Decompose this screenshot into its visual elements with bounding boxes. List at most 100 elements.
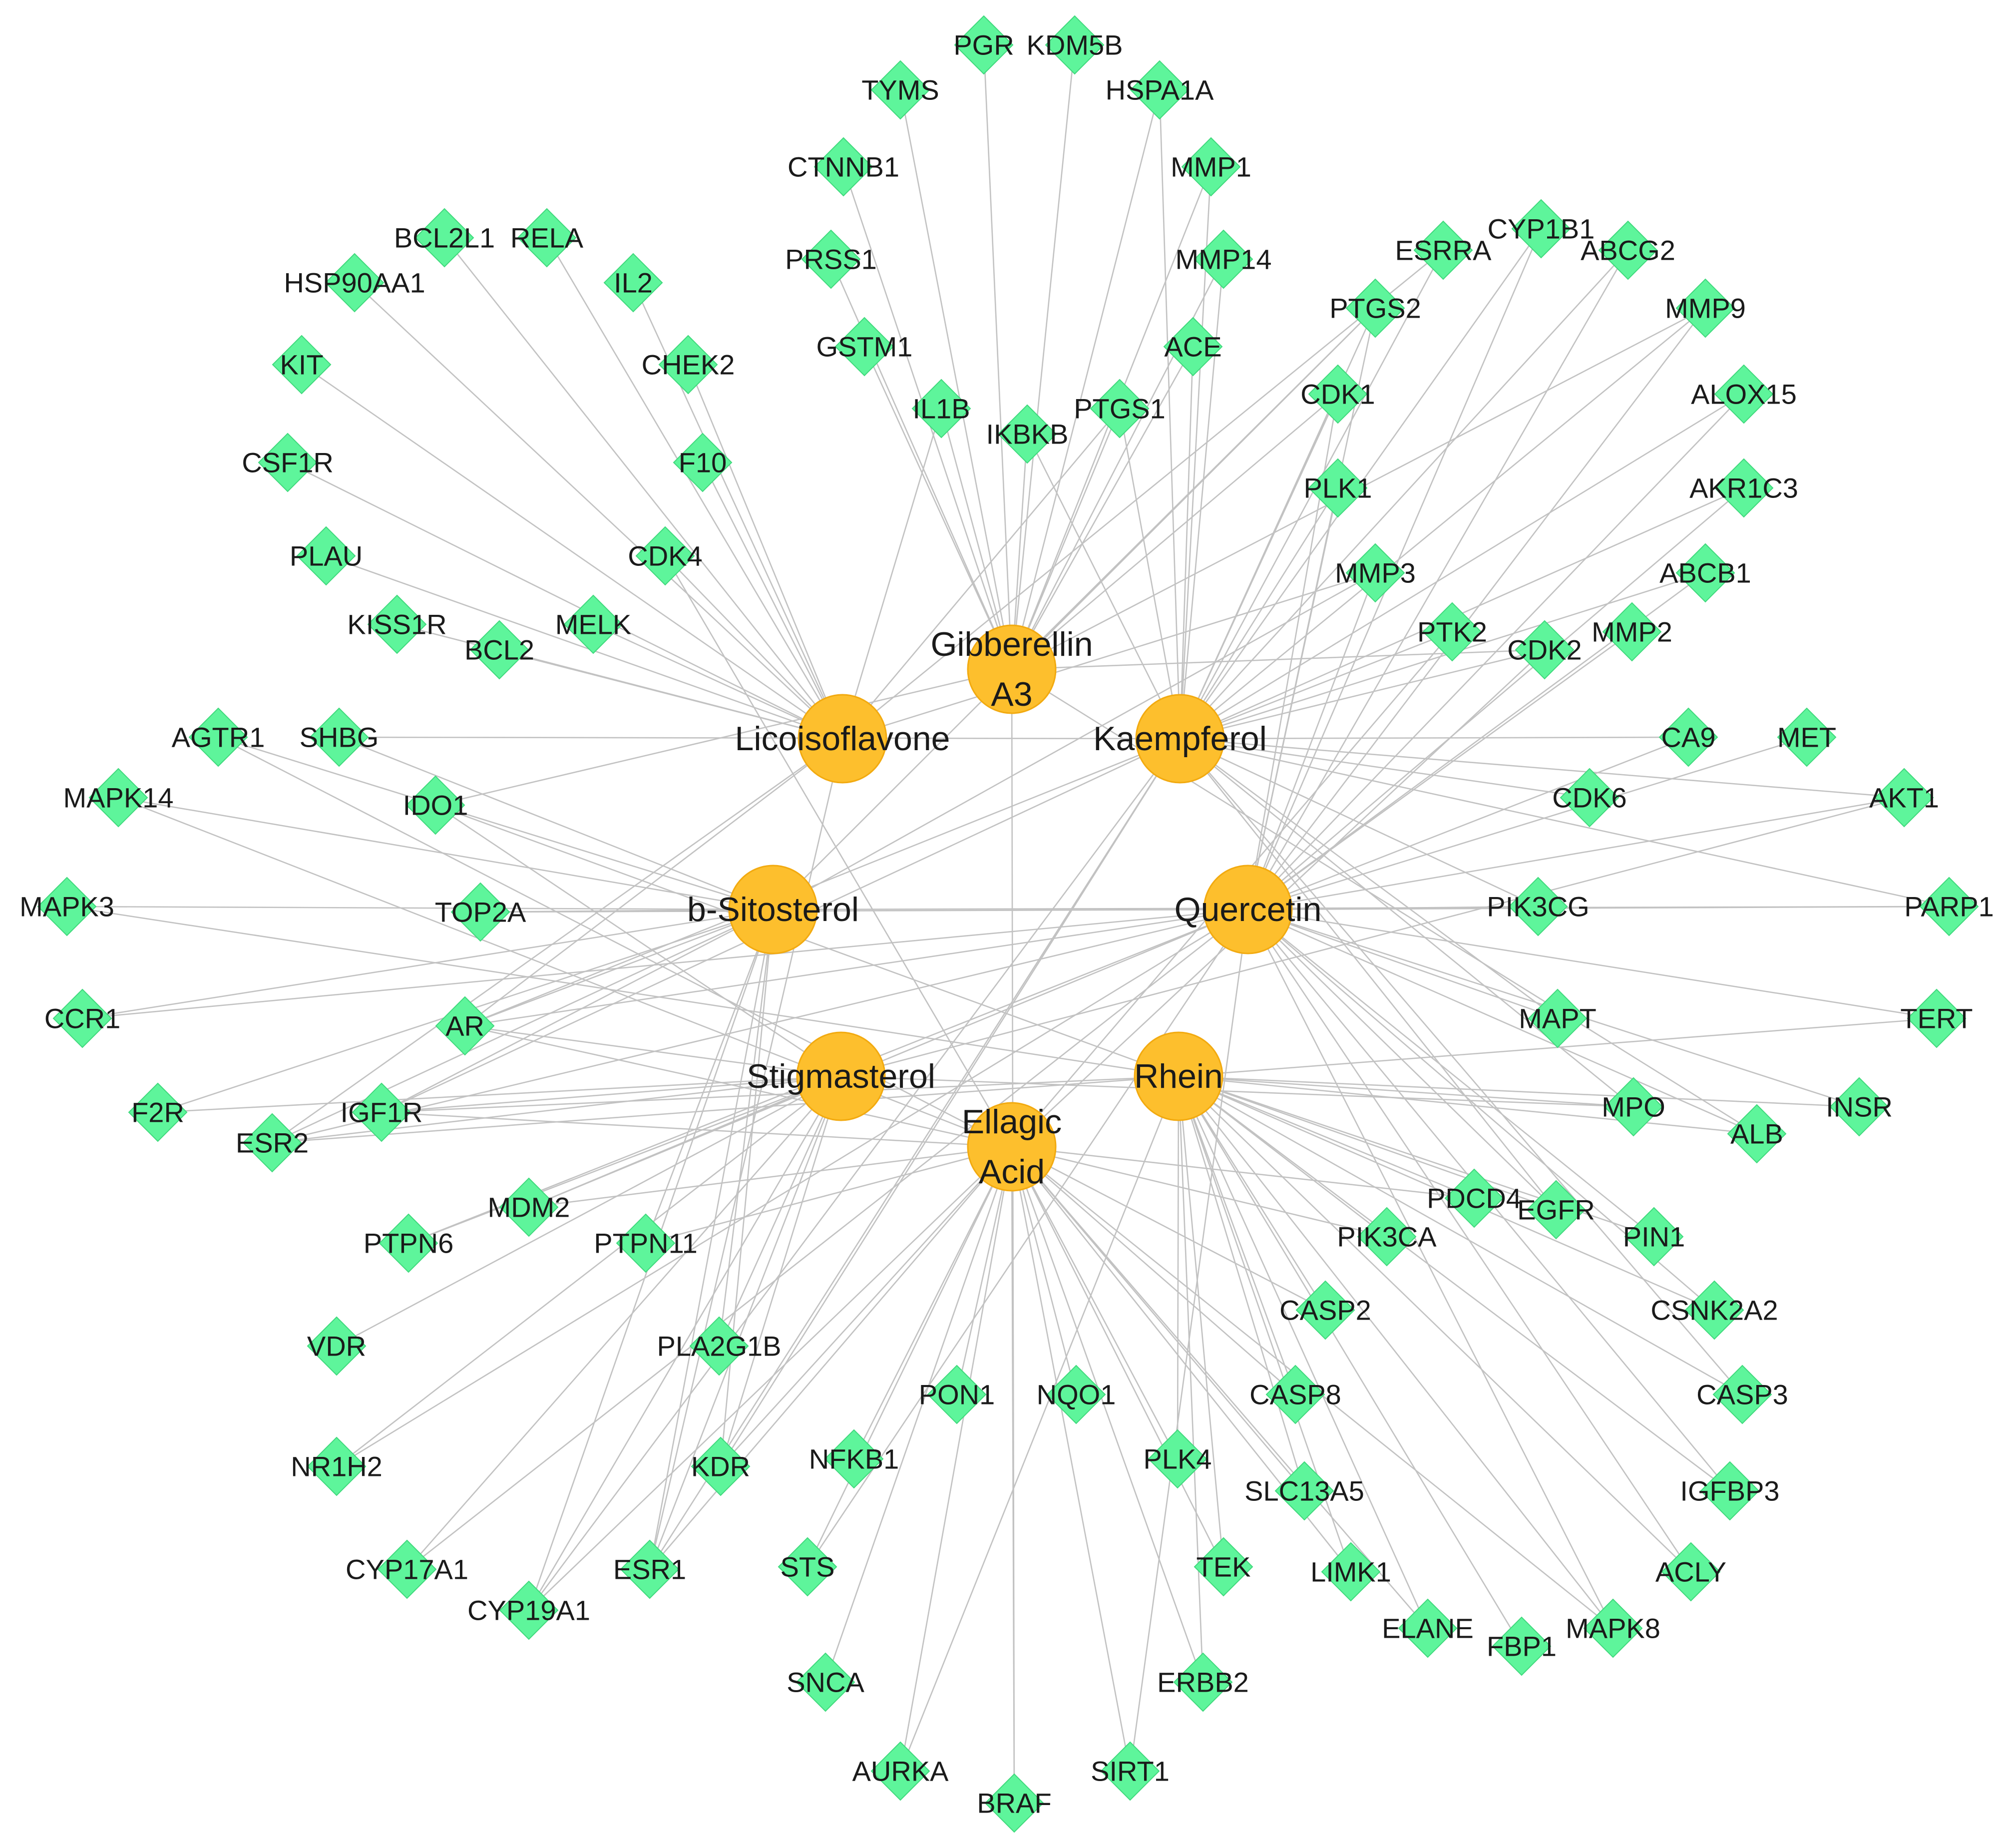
target-node-ptk2[interactable]: PTK2: [1417, 602, 1487, 662]
target-node-shbg[interactable]: SHBG: [300, 707, 379, 767]
target-node-mmp9[interactable]: MMP9: [1665, 278, 1746, 338]
target-node-limk1[interactable]: LIMK1: [1310, 1542, 1391, 1602]
target-node-cyp1b1[interactable]: CYP1B1: [1488, 199, 1595, 259]
target-node-pla2g1b[interactable]: PLA2G1B: [657, 1316, 782, 1376]
target-node-ptgs2[interactable]: PTGS2: [1329, 278, 1421, 338]
compound-node-licoisoflavone[interactable]: Licoisoflavone: [735, 694, 950, 784]
target-node-mapt[interactable]: MAPT: [1519, 988, 1597, 1048]
target-node-alb[interactable]: ALB: [1727, 1104, 1787, 1164]
target-node-esr1[interactable]: ESR1: [613, 1539, 686, 1599]
target-node-ido1[interactable]: IDO1: [403, 775, 468, 835]
target-node-plk1[interactable]: PLK1: [1304, 458, 1372, 518]
target-node-gstm1[interactable]: GSTM1: [816, 317, 913, 377]
target-node-igf1r[interactable]: IGF1R: [341, 1082, 423, 1142]
target-node-abcb1[interactable]: ABCB1: [1659, 543, 1751, 603]
target-node-prss1[interactable]: PRSS1: [785, 229, 877, 289]
target-node-f2r[interactable]: F2R: [128, 1082, 188, 1142]
target-node-nr1h2[interactable]: NR1H2: [291, 1436, 383, 1496]
target-node-sirt1[interactable]: SIRT1: [1091, 1741, 1170, 1801]
target-node-ctnnb1[interactable]: CTNNB1: [788, 137, 899, 197]
target-node-mpo[interactable]: MPO: [1602, 1077, 1665, 1137]
target-node-met[interactable]: MET: [1777, 707, 1837, 767]
target-node-mapk8[interactable]: MAPK8: [1566, 1598, 1660, 1658]
target-node-cyp19a1[interactable]: CYP19A1: [467, 1580, 590, 1640]
target-node-hsp90aa1[interactable]: HSP90AA1: [284, 253, 425, 313]
target-node-kit[interactable]: KIT: [272, 335, 332, 395]
target-node-nqo1[interactable]: NQO1: [1037, 1365, 1116, 1424]
target-node-tert[interactable]: TERT: [1900, 988, 1973, 1048]
target-node-mapk3[interactable]: MAPK3: [19, 877, 114, 936]
target-node-alox15[interactable]: ALOX15: [1691, 364, 1797, 424]
target-node-pik3ca[interactable]: PIK3CA: [1337, 1207, 1437, 1267]
target-node-pdcd4[interactable]: PDCD4: [1427, 1168, 1522, 1228]
target-node-mapk14[interactable]: MAPK14: [63, 768, 174, 828]
target-node-agtr1[interactable]: AGTR1: [172, 707, 265, 767]
target-node-cyp17a1[interactable]: CYP17A1: [346, 1539, 468, 1599]
target-node-mmp3[interactable]: MMP3: [1335, 543, 1416, 603]
target-node-kdr[interactable]: KDR: [691, 1436, 751, 1496]
target-node-mdm2[interactable]: MDM2: [488, 1177, 570, 1237]
target-node-bcl2[interactable]: BCL2: [464, 620, 534, 680]
target-node-casp8[interactable]: CASP8: [1249, 1365, 1341, 1424]
target-node-pon1[interactable]: PON1: [919, 1365, 995, 1424]
target-node-ace[interactable]: ACE: [1163, 317, 1223, 377]
target-node-plk4[interactable]: PLK4: [1144, 1429, 1212, 1489]
target-node-esr2[interactable]: ESR2: [236, 1113, 309, 1173]
target-node-nfkb1[interactable]: NFKB1: [809, 1429, 899, 1489]
target-node-mmp14[interactable]: MMP14: [1176, 229, 1272, 289]
compound-node-kaempferol[interactable]: Kaempferol: [1093, 694, 1267, 784]
target-node-casp2[interactable]: CASP2: [1279, 1280, 1371, 1340]
target-node-f10[interactable]: F10: [673, 433, 733, 492]
target-node-ar[interactable]: AR: [435, 996, 495, 1056]
target-node-akr1c3[interactable]: AKR1C3: [1689, 458, 1798, 518]
compound-node-sitosterol[interactable]: b-Sitosterol: [687, 865, 859, 954]
target-node-melk[interactable]: MELK: [555, 594, 632, 654]
target-node-pik3cg[interactable]: PIK3CG: [1487, 877, 1590, 936]
target-node-mmp2[interactable]: MMP2: [1592, 602, 1672, 662]
target-node-chek2[interactable]: CHEK2: [642, 335, 735, 395]
compound-node-stigmasterol[interactable]: Stigmasterol: [747, 1031, 935, 1121]
target-node-aurka[interactable]: AURKA: [852, 1741, 949, 1801]
target-node-csf1r[interactable]: CSF1R: [242, 433, 334, 492]
target-node-akt1[interactable]: AKT1: [1869, 768, 1939, 828]
target-node-igfbp3[interactable]: IGFBP3: [1680, 1461, 1780, 1521]
compound-node-rhein[interactable]: Rhein: [1134, 1031, 1223, 1121]
target-node-cdk2[interactable]: CDK2: [1507, 620, 1582, 680]
target-node-top2a[interactable]: TOP2A: [435, 882, 526, 942]
target-node-kdm5b[interactable]: KDM5B: [1027, 15, 1123, 75]
target-node-ca9[interactable]: CA9: [1658, 707, 1718, 767]
target-node-ptpn6[interactable]: PTPN6: [364, 1213, 454, 1273]
target-node-vdr[interactable]: VDR: [307, 1316, 367, 1376]
target-node-ptpn11[interactable]: PTPN11: [594, 1213, 698, 1273]
target-node-cdk6[interactable]: CDK6: [1552, 768, 1627, 828]
target-node-elane[interactable]: ELANE: [1382, 1598, 1474, 1658]
target-node-pgr[interactable]: PGR: [953, 15, 1014, 75]
compound-node-quercetin[interactable]: Quercetin: [1175, 865, 1322, 954]
target-node-il2[interactable]: IL2: [603, 253, 663, 313]
target-node-hspa1a[interactable]: HSPA1A: [1106, 60, 1214, 120]
target-node-braf[interactable]: BRAF: [977, 1773, 1052, 1833]
target-node-esrra[interactable]: ESRRA: [1395, 220, 1492, 280]
target-node-mmp1[interactable]: MMP1: [1171, 137, 1251, 197]
target-node-csnk2a2[interactable]: CSNK2A2: [1650, 1280, 1778, 1340]
target-node-slc13a5[interactable]: SLC13A5: [1244, 1461, 1364, 1521]
target-node-fbp1[interactable]: FBP1: [1487, 1616, 1557, 1676]
target-node-rela[interactable]: RELA: [510, 208, 584, 268]
target-node-sts[interactable]: STS: [778, 1537, 837, 1597]
target-node-insr[interactable]: INSR: [1826, 1077, 1893, 1137]
target-node-bcl2l1[interactable]: BCL2L1: [394, 208, 495, 268]
target-node-il1b[interactable]: IL1B: [911, 379, 971, 439]
target-node-kiss1r[interactable]: KISS1R: [347, 594, 447, 654]
target-node-parp1[interactable]: PARP1: [1904, 877, 1994, 936]
target-node-ptgs1[interactable]: PTGS1: [1074, 379, 1166, 439]
target-node-cdk4[interactable]: CDK4: [628, 526, 703, 586]
target-node-cdk1[interactable]: CDK1: [1300, 364, 1375, 424]
target-node-ikbkb[interactable]: IKBKB: [986, 404, 1069, 464]
target-node-erbb2[interactable]: ERBB2: [1157, 1652, 1249, 1712]
target-node-snca[interactable]: SNCA: [787, 1652, 864, 1712]
target-node-pin1[interactable]: PIN1: [1623, 1207, 1685, 1267]
target-node-casp3[interactable]: CASP3: [1696, 1365, 1788, 1424]
target-node-abcg2[interactable]: ABCG2: [1581, 220, 1675, 280]
